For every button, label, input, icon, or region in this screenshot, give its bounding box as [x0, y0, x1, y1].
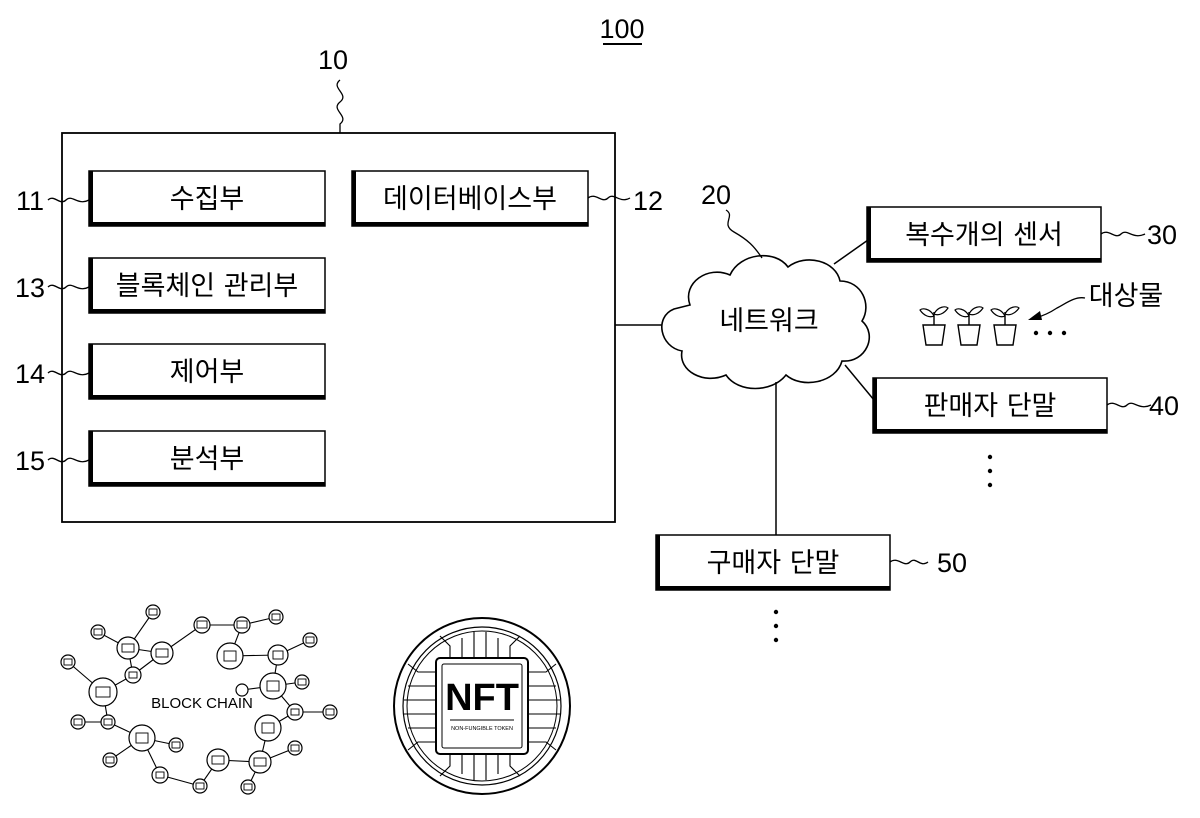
seller-label: 판매자 단말 — [924, 391, 1057, 422]
module-label-analysis: 분석부 — [170, 444, 245, 475]
ellipsis-icon — [1034, 331, 1066, 335]
sensors-label: 복수개의 센서 — [905, 220, 1063, 251]
leader-blockchain-manager — [48, 285, 89, 288]
buyer-label: 구매자 단말 — [707, 548, 840, 579]
sensors-box: 복수개의 센서 — [867, 207, 1101, 262]
seller-box: 판매자 단말 — [873, 378, 1107, 433]
leader-analysis — [48, 458, 89, 461]
module-ref-database: 12 — [633, 186, 663, 216]
connector-network-seller — [845, 365, 874, 400]
blockchain-network-icon: BLOCK CHAIN — [61, 605, 337, 794]
sensors-ref: 30 — [1147, 220, 1177, 250]
vertical-ellipsis-icon — [774, 610, 778, 642]
module-ref-collect: 11 — [16, 186, 44, 216]
module-label-control: 제어부 — [170, 357, 245, 388]
blockchain-label: BLOCK CHAIN — [151, 695, 253, 712]
seller-ref-leader — [1107, 403, 1151, 406]
module-label-database: 데이터베이스부 — [383, 184, 557, 215]
leader-collect — [48, 198, 89, 201]
module-box-control: 제어부 — [89, 344, 325, 399]
seller-ref: 40 — [1149, 391, 1179, 421]
module-ref-blockchain-manager: 13 — [15, 273, 45, 303]
objects-arrow — [1035, 298, 1085, 318]
sensors-ref-leader — [1101, 232, 1145, 235]
nft-sublabel: NON-FUNGIBLE TOKEN — [451, 726, 513, 732]
network-label: 네트워크 — [719, 306, 818, 337]
module-box-collect: 수집부 — [89, 171, 325, 226]
buyer-box: 구매자 단말 — [656, 535, 890, 590]
connector-network-sensors — [834, 240, 868, 264]
system-ref-leader — [337, 80, 343, 133]
leader-database — [588, 196, 630, 199]
module-label-collect: 수집부 — [170, 184, 245, 215]
network-ref: 20 — [701, 180, 731, 210]
plant-icon — [920, 307, 948, 345]
buyer-ref-leader — [890, 560, 928, 563]
plant-icon — [955, 307, 983, 345]
figure-number: 100 — [599, 14, 644, 44]
nft-token-icon: NFT NON-FUNGIBLE TOKEN — [394, 618, 570, 794]
system-ref: 10 — [318, 45, 348, 75]
module-box-blockchain-manager: 블록체인 관리부 — [89, 258, 325, 313]
network-ref-leader — [726, 210, 762, 258]
arrow-head-icon — [1028, 311, 1042, 320]
leader-control — [48, 371, 89, 374]
module-box-analysis: 분석부 — [89, 431, 325, 486]
buyer-ref: 50 — [937, 548, 967, 578]
objects-label: 대상물 — [1089, 281, 1164, 312]
plant-icon — [991, 307, 1019, 345]
module-ref-control: 14 — [15, 359, 45, 389]
module-box-database: 데이터베이스부 — [352, 171, 588, 226]
vertical-ellipsis-icon — [988, 455, 992, 487]
module-label-blockchain-manager: 블록체인 관리부 — [116, 271, 298, 302]
module-ref-analysis: 15 — [15, 446, 45, 476]
nft-label: NFT — [445, 677, 519, 719]
